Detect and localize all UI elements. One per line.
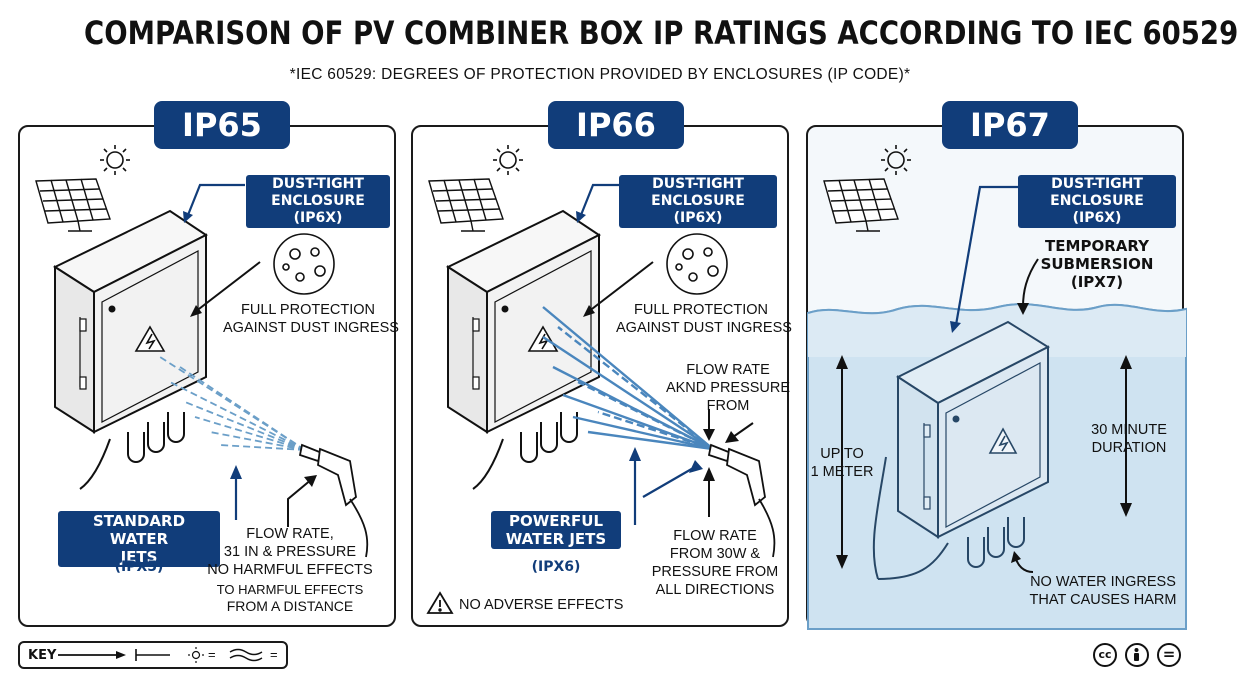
- combiner-box-icon: [52, 209, 208, 490]
- ip67-submersion: TEMPORARY SUBMERSION (IPX7): [1040, 237, 1154, 291]
- by-attribution-icon: [1125, 643, 1149, 667]
- key-symbols: [58, 647, 263, 663]
- page-title: COMPARISON OF PV COMBINER BOX IP RATINGS…: [84, 14, 1238, 52]
- key-eq-1: =: [208, 647, 216, 662]
- ip67-duration: 30 MINUTE DURATION: [1091, 422, 1167, 456]
- water-jet-spray: [542, 306, 714, 451]
- ip65-flow-desc: FLOW RATE, 31 IN & PRESSURE NO HARMFUL E…: [207, 526, 373, 578]
- ip67-dust-tag: DUST-TIGHT ENCLOSURE (IP6X): [1018, 175, 1176, 228]
- key-eq-2: =: [270, 647, 278, 662]
- ip65-water-tag: STANDARD WATER JETS: [58, 511, 220, 567]
- nd-license-icon: =: [1157, 643, 1181, 667]
- sun-icon: [881, 145, 911, 175]
- water-jet-spray: [159, 356, 306, 451]
- solar-panel-icon: [823, 178, 899, 232]
- legend-key: KEY = =: [18, 641, 288, 669]
- ip65-dust-desc: FULL PROTECTION AGAINST DUST INGRESS: [223, 302, 399, 336]
- ip66-dust-tag: DUST-TIGHT ENCLOSURE (IP6X): [619, 175, 777, 228]
- combiner-box-icon: [445, 209, 601, 490]
- ip66-flow-desc: FLOW RATE FROM 30W & PRESSURE FROM ALL D…: [651, 528, 779, 598]
- solar-panel-icon: [35, 178, 111, 232]
- key-label: KEY: [28, 648, 57, 663]
- dust-particles-icon: [273, 233, 335, 295]
- ip66-dust-desc: FULL PROTECTION AGAINST DUST INGRESS: [616, 302, 792, 336]
- ip66-flow-top: FLOW RATE AKND PRESSURE FROM: [665, 362, 791, 414]
- ip66-illustration: [426, 145, 776, 614]
- sun-icon: [100, 145, 130, 175]
- spray-nozzle-icon: [298, 443, 369, 558]
- spray-nozzle-icon: [707, 443, 776, 558]
- ip67-ingress: NO WATER INGRESS THAT CAUSES HARM: [1029, 574, 1177, 608]
- ip67-depth: UP TO 1 METER: [810, 446, 874, 480]
- panel-ip67: DUST-TIGHT ENCLOSURE (IP6X) TEMPORARY SU…: [806, 125, 1187, 630]
- ip66-warning: NO ADVERSE EFFECTS: [459, 597, 624, 613]
- ip65-water-code: (IPX5): [114, 559, 164, 575]
- badge-ip65: IP65: [154, 101, 290, 149]
- panel-ip66: DUST-TIGHT ENCLOSURE (IP6X) FULL PROTECT…: [411, 125, 792, 627]
- sun-icon: [493, 145, 523, 175]
- ip66-water-tag: POWERFUL WATER JETS: [491, 511, 621, 549]
- combiner-box-icon: [872, 320, 1051, 580]
- panel-ip65: DUST-TIGHT ENCLOSURE (IP6X) FULL PROTECT…: [18, 125, 399, 627]
- cc-license-icon: cc: [1093, 643, 1117, 667]
- page-subtitle: *IEC 60529: DEGREES OF PROTECTION PROVID…: [289, 66, 911, 83]
- person-icon: [1134, 648, 1139, 661]
- ip65-illustration: [35, 145, 369, 558]
- key-sun-icon: [188, 647, 204, 663]
- key-wave-icon: [229, 648, 263, 656]
- dust-particles-icon: [666, 233, 728, 295]
- ip65-dust-tag: DUST-TIGHT ENCLOSURE (IP6X): [246, 175, 390, 228]
- solar-panel-icon: [428, 178, 504, 232]
- ip66-water-code: (IPX6): [531, 559, 581, 575]
- badge-ip67: IP67: [942, 101, 1078, 149]
- ip65-flow-small: TO HARMFUL EFFECTS FROM A DISTANCE: [216, 582, 364, 614]
- badge-ip66: IP66: [548, 101, 684, 149]
- warning-icon: [426, 591, 454, 614]
- ip67-illustration: [807, 145, 1187, 630]
